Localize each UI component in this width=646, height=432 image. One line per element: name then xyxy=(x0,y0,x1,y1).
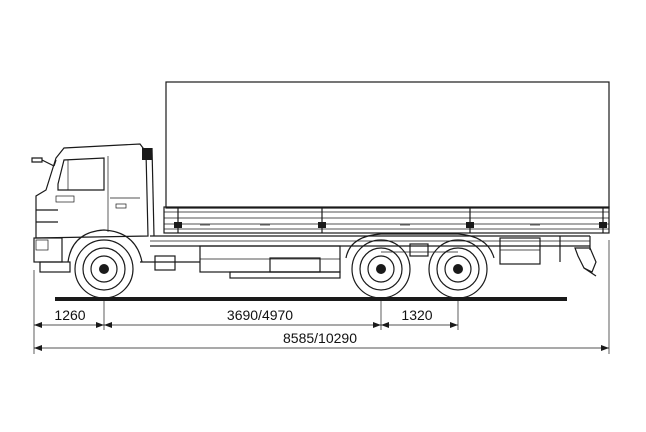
dimension-overall-length: 8585/10290 xyxy=(34,330,609,351)
front-wheel xyxy=(67,229,143,299)
rear-axle-spacing-label: 1320 xyxy=(401,307,432,323)
overall-length-label: 8585/10290 xyxy=(283,330,357,346)
cargo-tarp xyxy=(165,81,610,209)
dimension-front-overhang: 1260 xyxy=(34,307,104,328)
chassis-frame xyxy=(140,235,591,279)
dimension-wheelbase: 3690/4970 xyxy=(104,307,381,328)
rear-wheel-2 xyxy=(428,239,488,299)
flatbed-sideboards xyxy=(163,206,610,234)
rear-suspension xyxy=(345,233,495,259)
rear-wheel-1 xyxy=(351,239,411,299)
front-overhang-label: 1260 xyxy=(54,307,85,323)
truck-cab xyxy=(31,143,155,273)
ground-line xyxy=(55,297,567,301)
rear-tow-hitch xyxy=(574,247,597,277)
wheelbase-label: 3690/4970 xyxy=(227,307,293,323)
dimension-rear-axle-spacing: 1320 xyxy=(381,307,458,328)
